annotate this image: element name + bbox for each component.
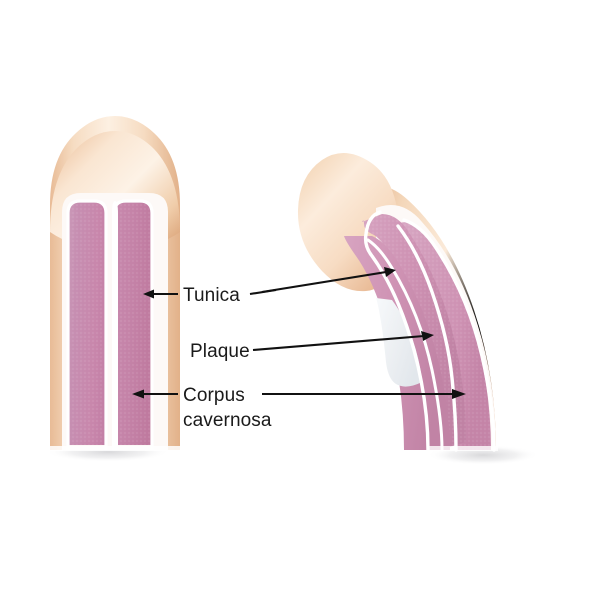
curved-figure-septum (396, 224, 458, 452)
normal-figure (50, 116, 180, 451)
normal-figure-tunica-outline-right (112, 199, 154, 450)
normal-figure-cut-edge (50, 446, 180, 451)
label-corpus-cavernosa-line2: cavernosa (183, 410, 272, 431)
normal-figure-tunica-outline-left (66, 199, 108, 450)
curved-figure-corpus-texture (385, 222, 491, 450)
corpus-leader-left (132, 389, 178, 399)
curved-figure-tunica-outline-inner (363, 210, 430, 452)
label-plaque: Plaque (190, 341, 250, 362)
label-corpus-cavernosa: Corpus (183, 385, 245, 406)
label-tunica: Tunica (183, 285, 240, 306)
plaque-leader (252, 331, 434, 352)
curved-figure-plaque (376, 298, 422, 387)
curved-figure-tunica-outline-concave (366, 238, 444, 452)
curved-figure (297, 152, 498, 452)
curved-figure-cut-edge (428, 446, 498, 451)
corpus-leader-right (262, 389, 466, 399)
curved-figure-tunica-outline-outer (402, 218, 496, 452)
tunica-leader-left (143, 289, 178, 299)
tunica-leader-right (249, 267, 396, 296)
